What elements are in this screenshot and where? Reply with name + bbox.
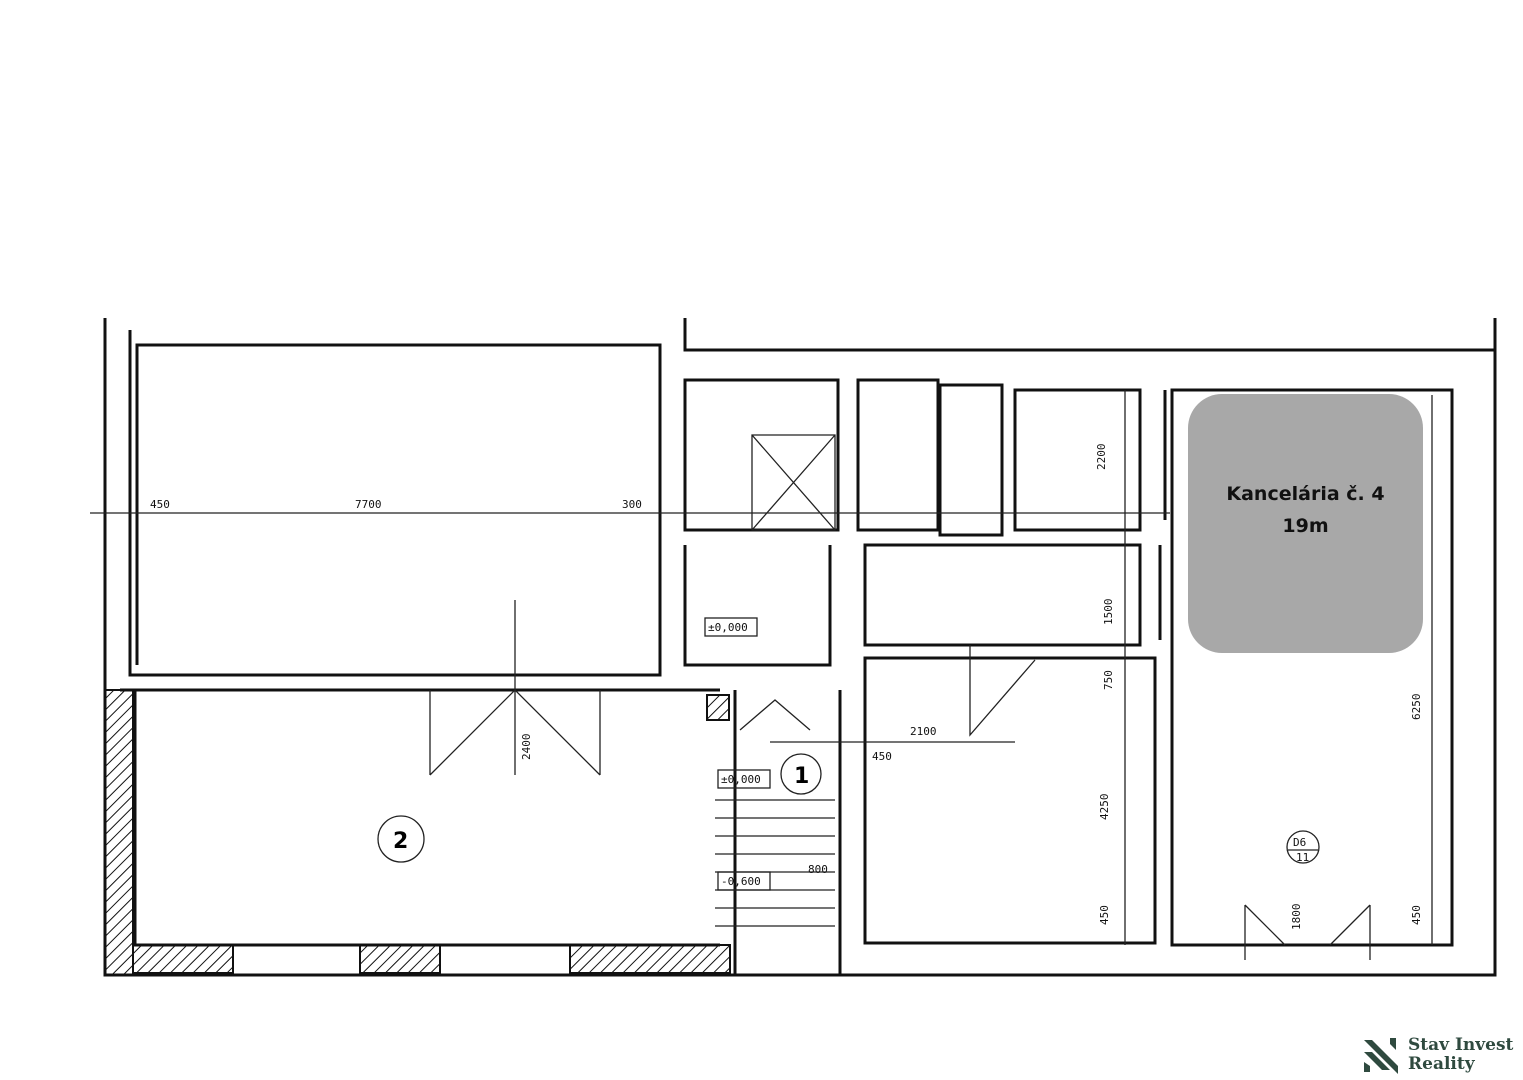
- room-markers: 1 2 D6 11: [377, 753, 1320, 864]
- logo-line-1: Stav Invest: [1408, 1035, 1514, 1055]
- dimension-labels: 450 7700 300 2200 2100 450 4250 450 6250…: [150, 444, 1423, 931]
- svg-text:7700: 7700: [355, 498, 382, 511]
- svg-text:2400: 2400: [520, 734, 533, 761]
- svg-text:2100: 2100: [910, 725, 937, 738]
- svg-text:4250: 4250: [1098, 794, 1111, 821]
- door-tag: D6: [1293, 836, 1306, 849]
- office-4-highlight[interactable]: Kancelária č. 4 19m: [1188, 394, 1423, 653]
- svg-text:1800: 1800: [1290, 904, 1303, 931]
- svg-text:800: 800: [808, 863, 828, 876]
- svg-text:750: 750: [1102, 670, 1115, 690]
- level-markers: ±0,000 ±0,000 -0,600: [704, 617, 771, 891]
- svg-text:450: 450: [150, 498, 170, 511]
- stairs: [715, 434, 836, 927]
- outer-walls: [103, 318, 1497, 977]
- svg-text:1500: 1500: [1102, 599, 1115, 626]
- room-2-label: 2: [393, 829, 408, 854]
- svg-text:-0,600: -0,600: [721, 875, 761, 888]
- interior-walls: [683, 378, 1454, 975]
- room-1-label: 1: [794, 764, 809, 789]
- svg-text:6250: 6250: [1410, 694, 1423, 721]
- svg-text:300: 300: [622, 498, 642, 511]
- svg-text:±0,000: ±0,000: [721, 773, 761, 786]
- svg-text:450: 450: [1410, 905, 1423, 925]
- logo-mark-icon: [1364, 1038, 1398, 1074]
- svg-text:450: 450: [1098, 905, 1111, 925]
- svg-text:450: 450: [872, 750, 892, 763]
- svg-text:2200: 2200: [1095, 444, 1108, 471]
- svg-text:11: 11: [1296, 851, 1309, 864]
- svg-text:±0,000: ±0,000: [708, 621, 748, 634]
- dimension-lines: [90, 390, 1433, 945]
- doors: [429, 600, 1371, 960]
- office-area: 19m: [1282, 515, 1329, 537]
- company-logo: Stav Invest Reality: [1362, 1036, 1513, 1074]
- office-name: Kancelária č. 4: [1226, 483, 1385, 505]
- logo-line-2: Reality: [1408, 1054, 1475, 1074]
